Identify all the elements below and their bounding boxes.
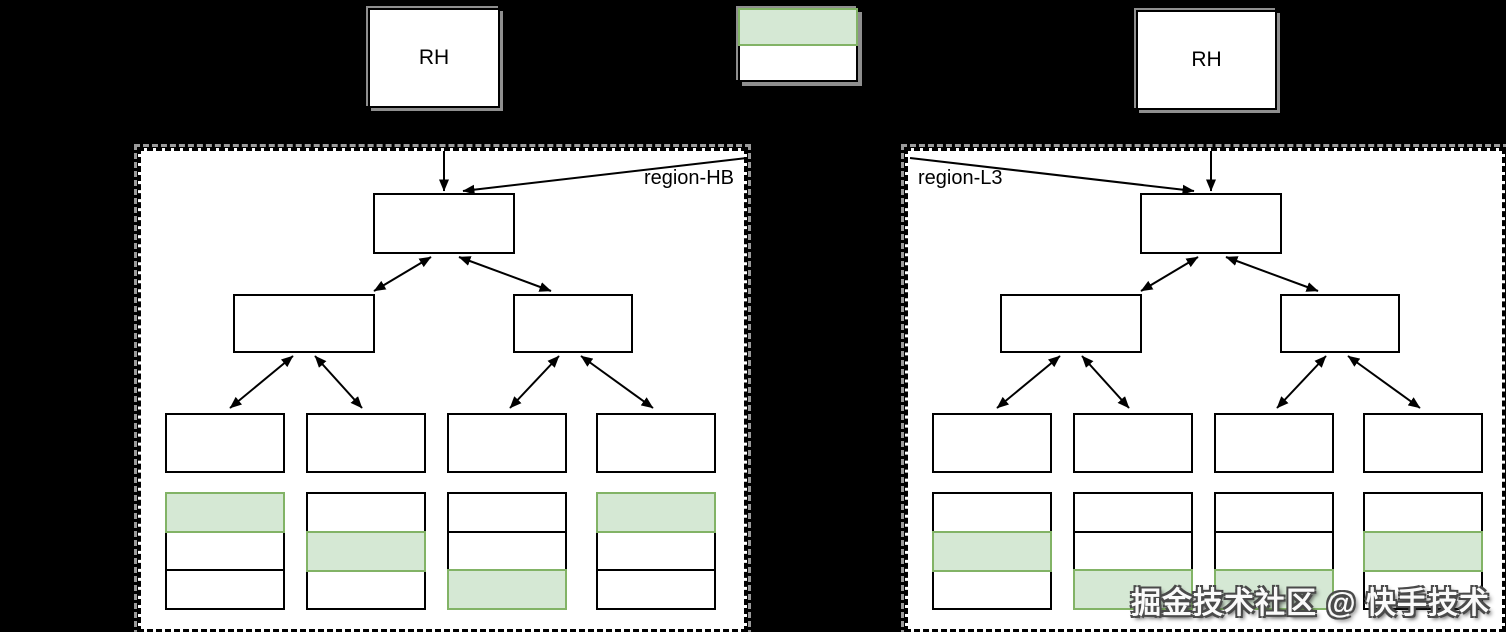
- region-l3-panel: region-L3: [901, 144, 1506, 632]
- replica-cell: [1214, 569, 1334, 610]
- tree-leaf-node-1: [165, 413, 285, 473]
- replica-cell: [447, 569, 567, 610]
- edge-mid-left-leaf1: [229, 355, 294, 409]
- replica-cell: [165, 530, 285, 572]
- tree-mid-node-right: [1280, 294, 1400, 353]
- replica-cell: [596, 530, 716, 572]
- rh-node-right: RH: [1136, 10, 1277, 110]
- tree-leaf-node-4: [596, 413, 716, 473]
- replica-cell: [932, 492, 1052, 533]
- edge-corner-to-root: [909, 157, 1195, 195]
- replica-stack-2: [306, 492, 426, 610]
- edge-root-mid-right: [1225, 256, 1319, 292]
- watermark: 掘金技术社区 @ 快手技术: [1131, 587, 1490, 620]
- tree-leaf-node-3: [447, 413, 567, 473]
- tree-mid-node-left: [1000, 294, 1142, 353]
- edge-mid-left-leaf1: [996, 355, 1061, 409]
- edge-root-mid-left: [373, 256, 432, 292]
- edge-mid-right-leaf4: [580, 355, 654, 409]
- replica-cell: [596, 569, 716, 610]
- replica-cell: [932, 569, 1052, 610]
- replica-cell: [1073, 492, 1193, 533]
- replica-cell: [165, 569, 285, 610]
- tree-mid-node-left: [233, 294, 375, 353]
- tree-root-node: [373, 193, 515, 254]
- replica-cell: [596, 492, 716, 533]
- rh-node-right-label: RH: [1191, 48, 1222, 71]
- region-label-hb: region-HB: [643, 167, 734, 189]
- replica-stack-2: [1073, 492, 1193, 610]
- replica-stack-1: [932, 492, 1052, 610]
- tree-leaf-node-2: [1073, 413, 1193, 473]
- edge-mid-right-leaf4: [1347, 355, 1421, 409]
- tree-leaf-node-3: [1214, 413, 1334, 473]
- tree-connectors-left: [229, 151, 748, 409]
- legend-cell-bottom: [738, 43, 858, 82]
- replica-cell: [447, 492, 567, 533]
- replica-cell: [306, 530, 426, 572]
- edge-root-mid-left: [1140, 256, 1199, 292]
- replica-cell: [306, 492, 426, 533]
- replica-cell: [306, 569, 426, 610]
- replica-cell: [165, 492, 285, 533]
- replica-cell: [447, 530, 567, 572]
- edge-mid-right-leaf3: [509, 355, 560, 409]
- region-hb-panel: region-HB: [134, 144, 751, 632]
- tree-connectors-right: [909, 151, 1421, 409]
- rh-node-left-label: RH: [418, 46, 450, 69]
- tree-leaf-node-2: [306, 413, 426, 473]
- replica-cell: [1214, 530, 1334, 572]
- replica-cell: [932, 530, 1052, 572]
- replica-stack-4: [596, 492, 716, 610]
- edge-mid-left-leaf2: [1081, 355, 1130, 409]
- edge-root-mid-right: [458, 256, 552, 292]
- legend-box: [738, 8, 858, 82]
- edge-corner-to-root: [462, 157, 748, 195]
- edge-mid-left-leaf2: [314, 355, 363, 409]
- tree-leaf-node-4: [1363, 413, 1483, 473]
- replica-stack-1: [165, 492, 285, 610]
- replica-cell: [1363, 530, 1483, 572]
- replica-cell: [1073, 569, 1193, 610]
- replica-cell: [1214, 492, 1334, 533]
- region-label-l3: region-L3: [918, 167, 1003, 189]
- replica-stack-4: [1363, 492, 1483, 610]
- tree-mid-node-right: [513, 294, 633, 353]
- replica-cell: [1073, 530, 1193, 572]
- tree-root-node: [1140, 193, 1282, 254]
- edge-mid-right-leaf3: [1276, 355, 1327, 409]
- rh-node-left: RH: [368, 8, 500, 108]
- replica-stack-3: [1214, 492, 1334, 610]
- legend-cell-top: [738, 8, 858, 46]
- replica-stack-3: [447, 492, 567, 610]
- tree-leaf-node-1: [932, 413, 1052, 473]
- replica-cell: [1363, 492, 1483, 533]
